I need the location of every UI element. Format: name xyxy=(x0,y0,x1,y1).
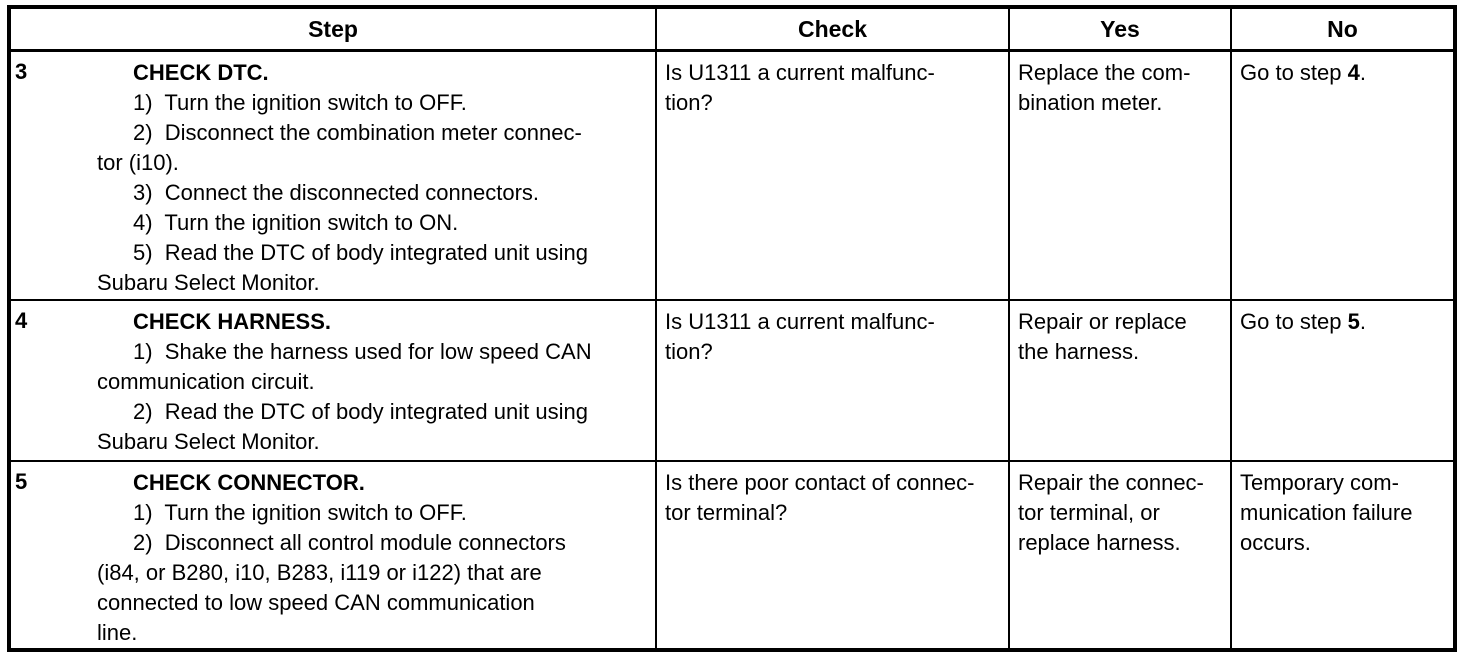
yes-line: Replace the com- xyxy=(1018,60,1191,85)
check-line: Is U1311 a current malfunc- xyxy=(665,308,935,334)
col-header-check: Check xyxy=(655,6,1010,52)
col-header-no: No xyxy=(1230,6,1456,52)
step-number: 4 xyxy=(15,307,28,333)
yes-cell: Repair or replace the harness. xyxy=(1008,298,1232,462)
no-line: Temporary com- xyxy=(1240,469,1399,495)
step-body: CHECK HARNESS. 1) Shake the harness used… xyxy=(97,301,655,457)
step-cell: 4 CHECK HARNESS. 1) Shake the harness us… xyxy=(8,298,657,462)
troubleshooting-table: Step Check Yes No 3 CHECK DTC. 1) Turn t… xyxy=(7,5,1457,652)
table-row: 4 CHECK HARNESS. 1) Shake the harness us… xyxy=(8,298,1456,462)
col-header-yes: Yes xyxy=(1008,6,1232,52)
table-row: 5 CHECK CONNECTOR. 1) Turn the ignition … xyxy=(8,459,1456,651)
check-line: Is U1311 a current malfunc- xyxy=(665,60,935,85)
no-line: Go to step 4. xyxy=(1240,60,1366,85)
check-line: Is there poor contact of connec- xyxy=(665,469,975,495)
step-instruction-line: 4) Turn the ignition switch to ON. xyxy=(133,210,459,235)
no-line: munication failure xyxy=(1240,499,1413,525)
step-instruction-line: 1) Shake the harness used for low speed … xyxy=(133,338,592,364)
step-instruction-line: communication circuit. xyxy=(97,368,315,394)
no-cell: Temporary com- munication failure occurs… xyxy=(1230,459,1456,651)
no-line: Go to step 5. xyxy=(1240,308,1366,334)
step-body: CHECK CONNECTOR. 1) Turn the ignition sw… xyxy=(97,462,655,648)
step-instruction-line: 2) Disconnect all control module connect… xyxy=(133,529,566,555)
step-instruction-line: 5) Read the DTC of body integrated unit … xyxy=(133,240,588,265)
check-line: tion? xyxy=(665,90,713,115)
check-line: tor terminal? xyxy=(665,499,788,525)
step-cell: 3 CHECK DTC. 1) Turn the ignition switch… xyxy=(8,49,657,301)
check-cell: Is U1311 a current malfunc- tion? xyxy=(655,49,1010,301)
yes-line: tor terminal, or xyxy=(1018,499,1160,525)
no-cell: Go to step 4. xyxy=(1230,49,1456,301)
yes-line: replace harness. xyxy=(1018,529,1181,555)
table-header-row: Step Check Yes No xyxy=(8,6,1456,52)
yes-line: Repair the connec- xyxy=(1018,469,1204,495)
step-instruction-line: (i84, or B280, i10, B283, i119 or i122) … xyxy=(97,559,542,585)
step-instruction-line: line. xyxy=(97,619,138,645)
no-cell: Go to step 5. xyxy=(1230,298,1456,462)
check-cell: Is there poor contact of connec- tor ter… xyxy=(655,459,1010,651)
step-instruction-line: tor (i10). xyxy=(97,150,179,175)
check-cell: Is U1311 a current malfunc- tion? xyxy=(655,298,1010,462)
referenced-step-number: 5 xyxy=(1347,308,1360,334)
yes-line: Repair or replace xyxy=(1018,308,1187,334)
table-row: 3 CHECK DTC. 1) Turn the ignition switch… xyxy=(8,49,1456,301)
step-title: CHECK CONNECTOR. xyxy=(133,469,365,495)
yes-cell: Replace the com- bination meter. xyxy=(1008,49,1232,301)
step-instruction-line: connected to low speed CAN communication xyxy=(97,589,535,615)
yes-cell: Repair the connec- tor terminal, or repl… xyxy=(1008,459,1232,651)
step-number: 3 xyxy=(15,59,28,84)
check-line: tion? xyxy=(665,338,713,364)
step-title: CHECK HARNESS. xyxy=(133,308,332,334)
step-title: CHECK DTC. xyxy=(133,60,269,85)
step-instruction-line: 2) Read the DTC of body integrated unit … xyxy=(133,398,588,424)
yes-line: the harness. xyxy=(1018,338,1140,364)
step-body: CHECK DTC. 1) Turn the ignition switch t… xyxy=(97,52,655,298)
referenced-step-number: 4 xyxy=(1347,60,1360,85)
step-instruction-line: 1) Turn the ignition switch to OFF. xyxy=(133,499,467,525)
step-number: 5 xyxy=(15,468,28,494)
step-cell: 5 CHECK CONNECTOR. 1) Turn the ignition … xyxy=(8,459,657,651)
step-instruction-line: 2) Disconnect the combination meter conn… xyxy=(133,120,582,145)
yes-line: bination meter. xyxy=(1018,90,1163,115)
no-line: occurs. xyxy=(1240,529,1311,555)
col-header-step: Step xyxy=(8,6,657,52)
step-instruction-line: Subaru Select Monitor. xyxy=(97,428,320,454)
step-instruction-line: Subaru Select Monitor. xyxy=(97,270,320,295)
step-instruction-line: 1) Turn the ignition switch to OFF. xyxy=(133,90,467,115)
step-instruction-line: 3) Connect the disconnected connectors. xyxy=(133,180,540,205)
